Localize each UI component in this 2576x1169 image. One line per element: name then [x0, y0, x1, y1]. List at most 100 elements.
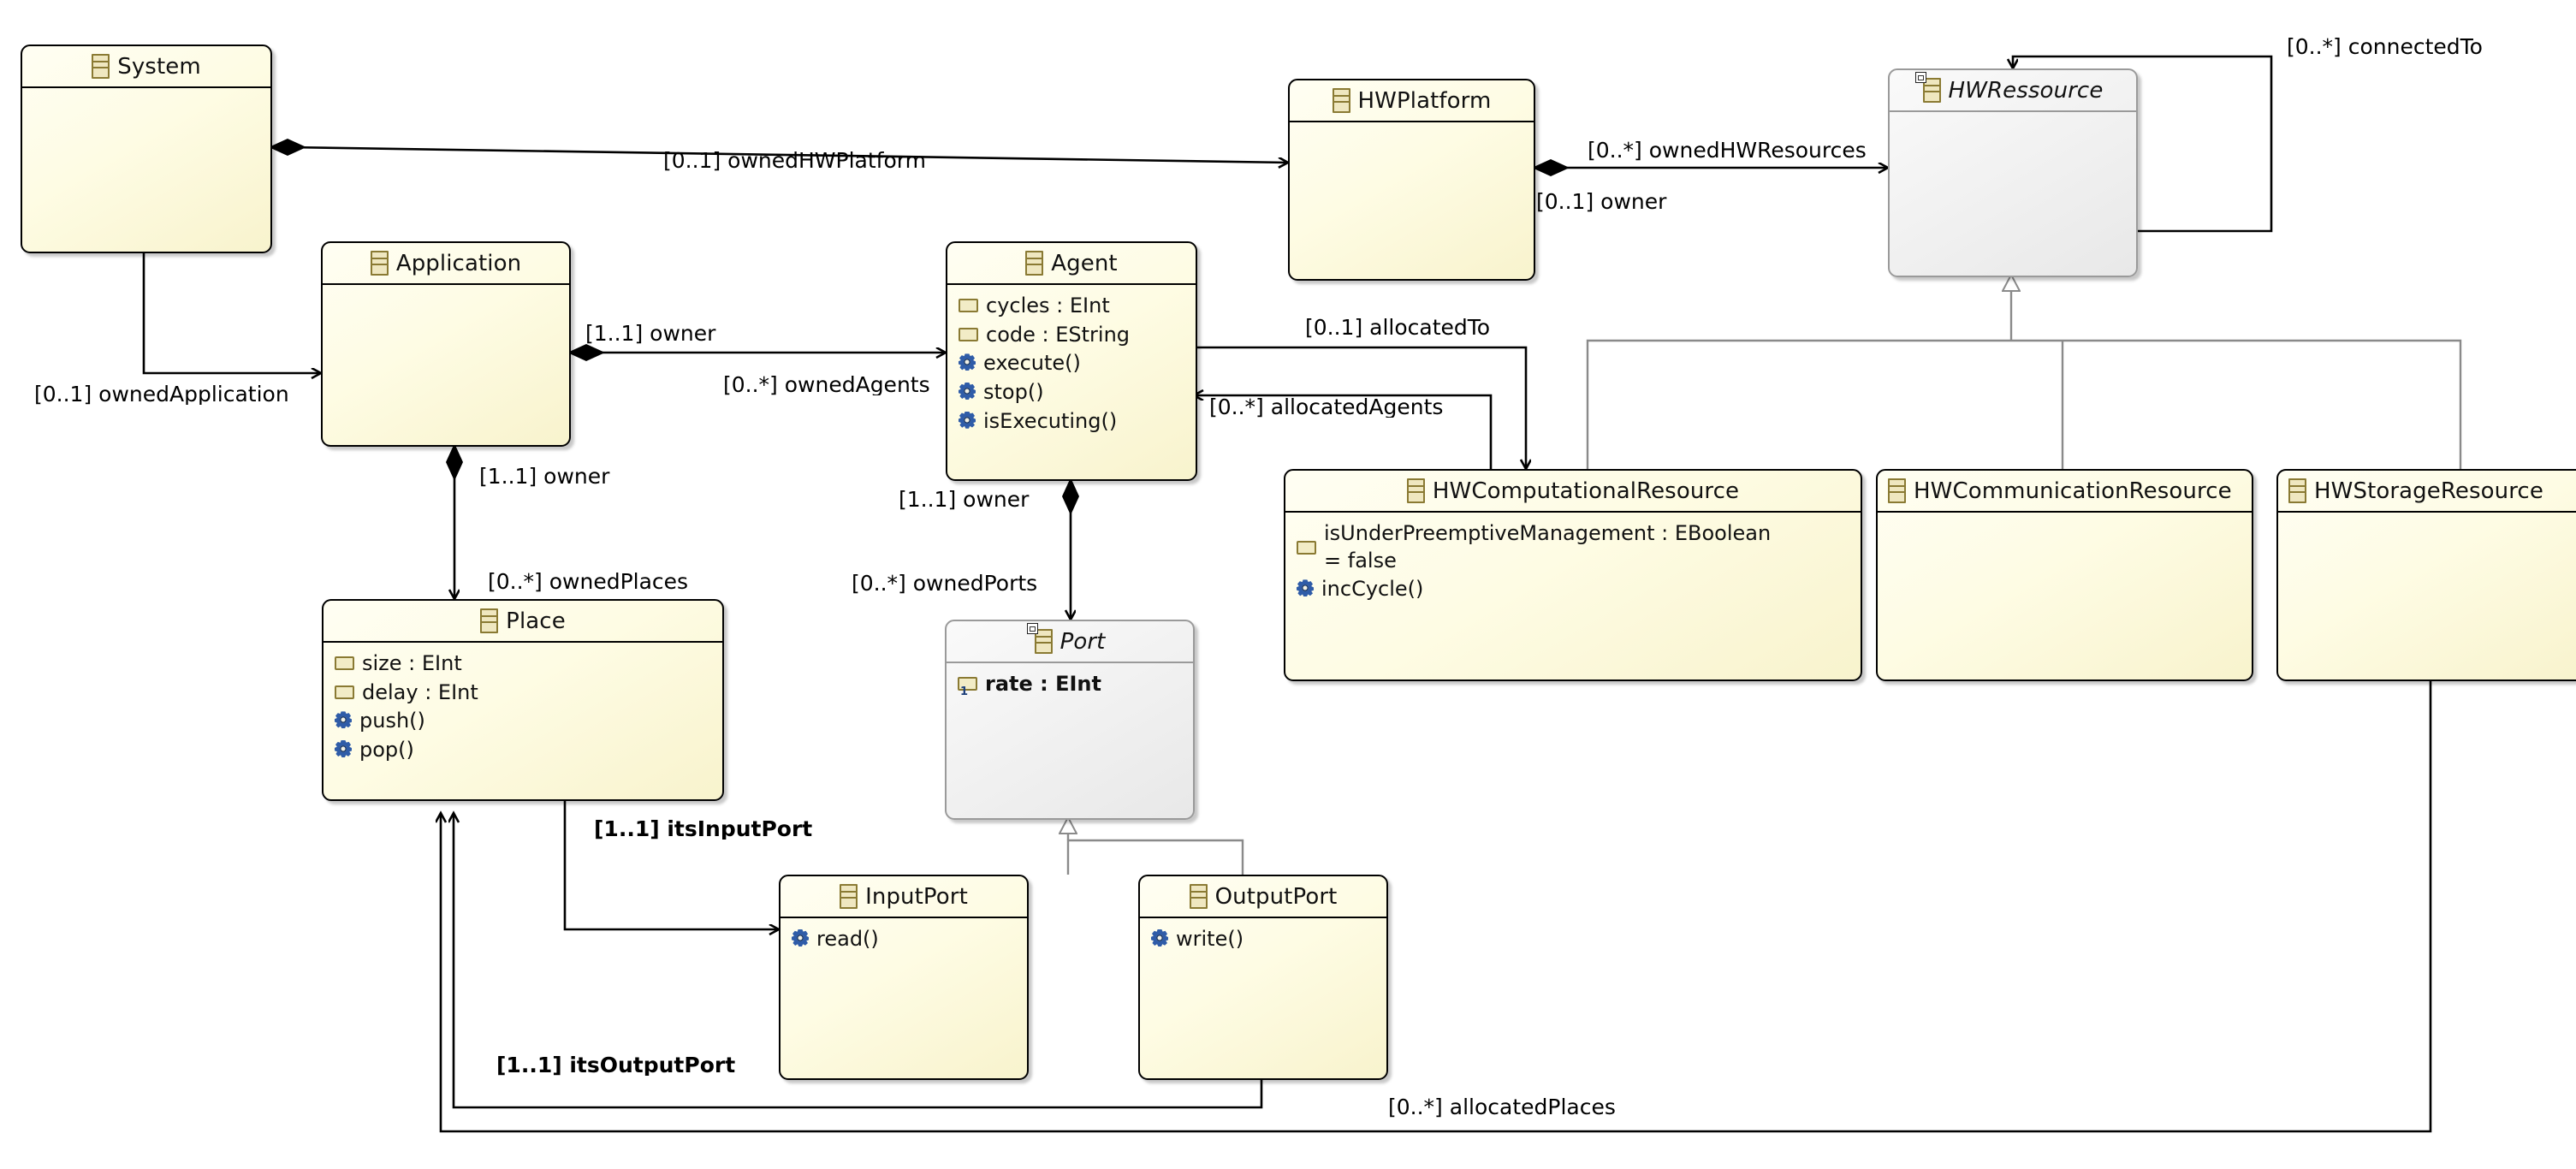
- class-icon: [370, 251, 389, 276]
- operation-row: stop(): [947, 378, 1196, 407]
- edge-label-text: [1..1] itsOutputPort: [496, 1054, 736, 1076]
- class-features: [1878, 513, 2252, 519]
- edge-label-owned-hw-platform: [0..1] ownedHWPlatform: [663, 150, 971, 171]
- attribute-icon: [959, 299, 978, 312]
- edge-label-hwplatform-owner: [0..1] owner: [1536, 191, 1844, 212]
- operation-row: write(): [1140, 925, 1386, 954]
- operation-icon: [1297, 579, 1314, 597]
- operation-label: push(): [359, 709, 425, 733]
- class-box-agent[interactable]: Agent cycles : EInt code : EString execu…: [946, 241, 1197, 481]
- attribute-label: delay : EInt: [362, 679, 478, 704]
- edge-label-allocated-places: [0..*] allocatedPlaces: [1388, 1096, 1636, 1118]
- operation-row: push(): [323, 707, 722, 736]
- attribute-row: cycles : EInt: [947, 292, 1196, 321]
- operation-label: read(): [816, 927, 879, 951]
- edge-label-connected-to: [0..*] connectedTo: [2287, 36, 2576, 57]
- class-name: Agent: [1051, 250, 1118, 276]
- edge-label-owned-application: [0..1] ownedApplication: [34, 383, 323, 405]
- attribute-label: rate : EInt: [985, 672, 1101, 696]
- operation-label: stop(): [983, 380, 1044, 405]
- class-header: HWPlatform: [1290, 80, 1534, 122]
- edge-label-allocated-agents: [0..*] allocatedAgents: [1209, 396, 1470, 418]
- edge-label-text: [1..1] itsInputPort: [594, 818, 813, 840]
- edge-label-text: [1..1] owner: [479, 466, 610, 487]
- operation-label: incCycle(): [1321, 577, 1424, 602]
- operation-row: read(): [781, 925, 1027, 954]
- edge-label-text: [0..1] ownedApplication: [34, 383, 289, 405]
- class-box-hwcomputationalresource[interactable]: HWComputationalResource isUnderPreemptiv…: [1284, 469, 1862, 681]
- operation-label: execute(): [983, 351, 1081, 376]
- class-features: [2278, 513, 2576, 519]
- edge-label-its-output-port: [1..1] itsOutputPort: [496, 1054, 804, 1076]
- class-icon: [1026, 623, 1053, 654]
- operation-label: isExecuting(): [983, 408, 1118, 433]
- class-box-port[interactable]: Port rate : EInt: [945, 620, 1195, 820]
- operation-icon: [335, 740, 352, 758]
- attribute-icon: [959, 327, 978, 341]
- class-header: Place: [323, 601, 722, 643]
- class-box-hwplatform[interactable]: HWPlatform: [1288, 79, 1535, 281]
- class-name: Port: [1059, 628, 1106, 655]
- attribute-label: isUnderPreemptiveManagement : EBoolean =…: [1324, 521, 1772, 573]
- edge-label-port-owner: [1..1] owner: [899, 489, 1207, 510]
- class-header: HWComputationalResource: [1285, 471, 1861, 513]
- operation-row: isExecuting(): [947, 407, 1196, 436]
- class-name: HWComputationalResource: [1432, 478, 1740, 504]
- class-name: HWCommunicationResource: [1914, 478, 2232, 504]
- class-name: System: [117, 53, 201, 80]
- class-box-place[interactable]: Place size : EInt delay : EInt push() po…: [322, 599, 724, 801]
- operation-icon: [1151, 929, 1168, 946]
- operation-row: incCycle(): [1285, 575, 1861, 604]
- operation-row: pop(): [323, 736, 722, 765]
- edge-label-application-owner: [1..1] owner: [585, 323, 893, 344]
- class-features: size : EInt delay : EInt push() pop(): [323, 643, 722, 765]
- class-box-hwstorageresource[interactable]: HWStorageResource: [2276, 469, 2576, 681]
- operation-icon: [959, 353, 976, 371]
- operation-label: write(): [1176, 927, 1244, 951]
- class-icon: [840, 884, 858, 909]
- class-header: Agent: [947, 243, 1196, 285]
- edge-label-text: [0..1] allocatedTo: [1305, 317, 1491, 338]
- operation-icon: [959, 411, 976, 429]
- attribute-icon: [1297, 540, 1316, 555]
- edge-label-text: [0..*] connectedTo: [2287, 36, 2483, 57]
- class-features: [1890, 112, 2136, 119]
- operation-label: pop(): [359, 738, 414, 763]
- operation-icon: [792, 929, 809, 946]
- class-icon: [1189, 884, 1208, 909]
- attribute-icon-indexed: [958, 677, 977, 697]
- abstract-badge-icon: [1914, 72, 1926, 83]
- operation-row: execute(): [947, 349, 1196, 378]
- edge-label-text: [0..*] ownedAgents: [723, 374, 930, 395]
- class-name: InputPort: [865, 883, 968, 910]
- class-box-inputport[interactable]: InputPort read(): [779, 875, 1029, 1080]
- edge-label-allocated-to: [0..1] allocatedTo: [1305, 317, 1528, 338]
- class-box-system[interactable]: System: [21, 45, 272, 253]
- attribute-row: delay : EInt: [323, 679, 722, 708]
- class-header: HWStorageResource: [2278, 471, 2576, 513]
- class-icon: [480, 608, 499, 633]
- class-icon: [92, 54, 110, 79]
- class-header: Application: [323, 243, 569, 285]
- class-box-outputport[interactable]: OutputPort write(): [1138, 875, 1388, 1080]
- operation-icon: [959, 383, 976, 401]
- class-name: HWRessource: [1948, 77, 2104, 104]
- edge-label-text: [0..*] ownedPlaces: [488, 571, 689, 592]
- attribute-label: size : EInt: [362, 651, 462, 675]
- edge-label-text: [0..1] ownedHWPlatform: [663, 150, 926, 171]
- class-header: System: [22, 46, 270, 88]
- operation-icon: [335, 711, 352, 729]
- class-box-application[interactable]: Application: [321, 241, 571, 447]
- edge-label-text: [0..*] ownedPorts: [852, 573, 1038, 594]
- class-icon: [1332, 88, 1350, 113]
- class-box-hwressource[interactable]: HWRessource: [1888, 68, 2138, 277]
- class-features: [1290, 122, 1534, 129]
- attribute-icon: [335, 656, 354, 670]
- class-features: read(): [781, 918, 1027, 954]
- edge-label-text: [0..*] allocatedAgents: [1209, 396, 1444, 418]
- class-features: isUnderPreemptiveManagement : EBoolean =…: [1285, 513, 1861, 604]
- class-icon: [1025, 251, 1044, 276]
- class-box-hwcommunicationresource[interactable]: HWCommunicationResource: [1876, 469, 2253, 681]
- class-icon: [1914, 72, 1941, 103]
